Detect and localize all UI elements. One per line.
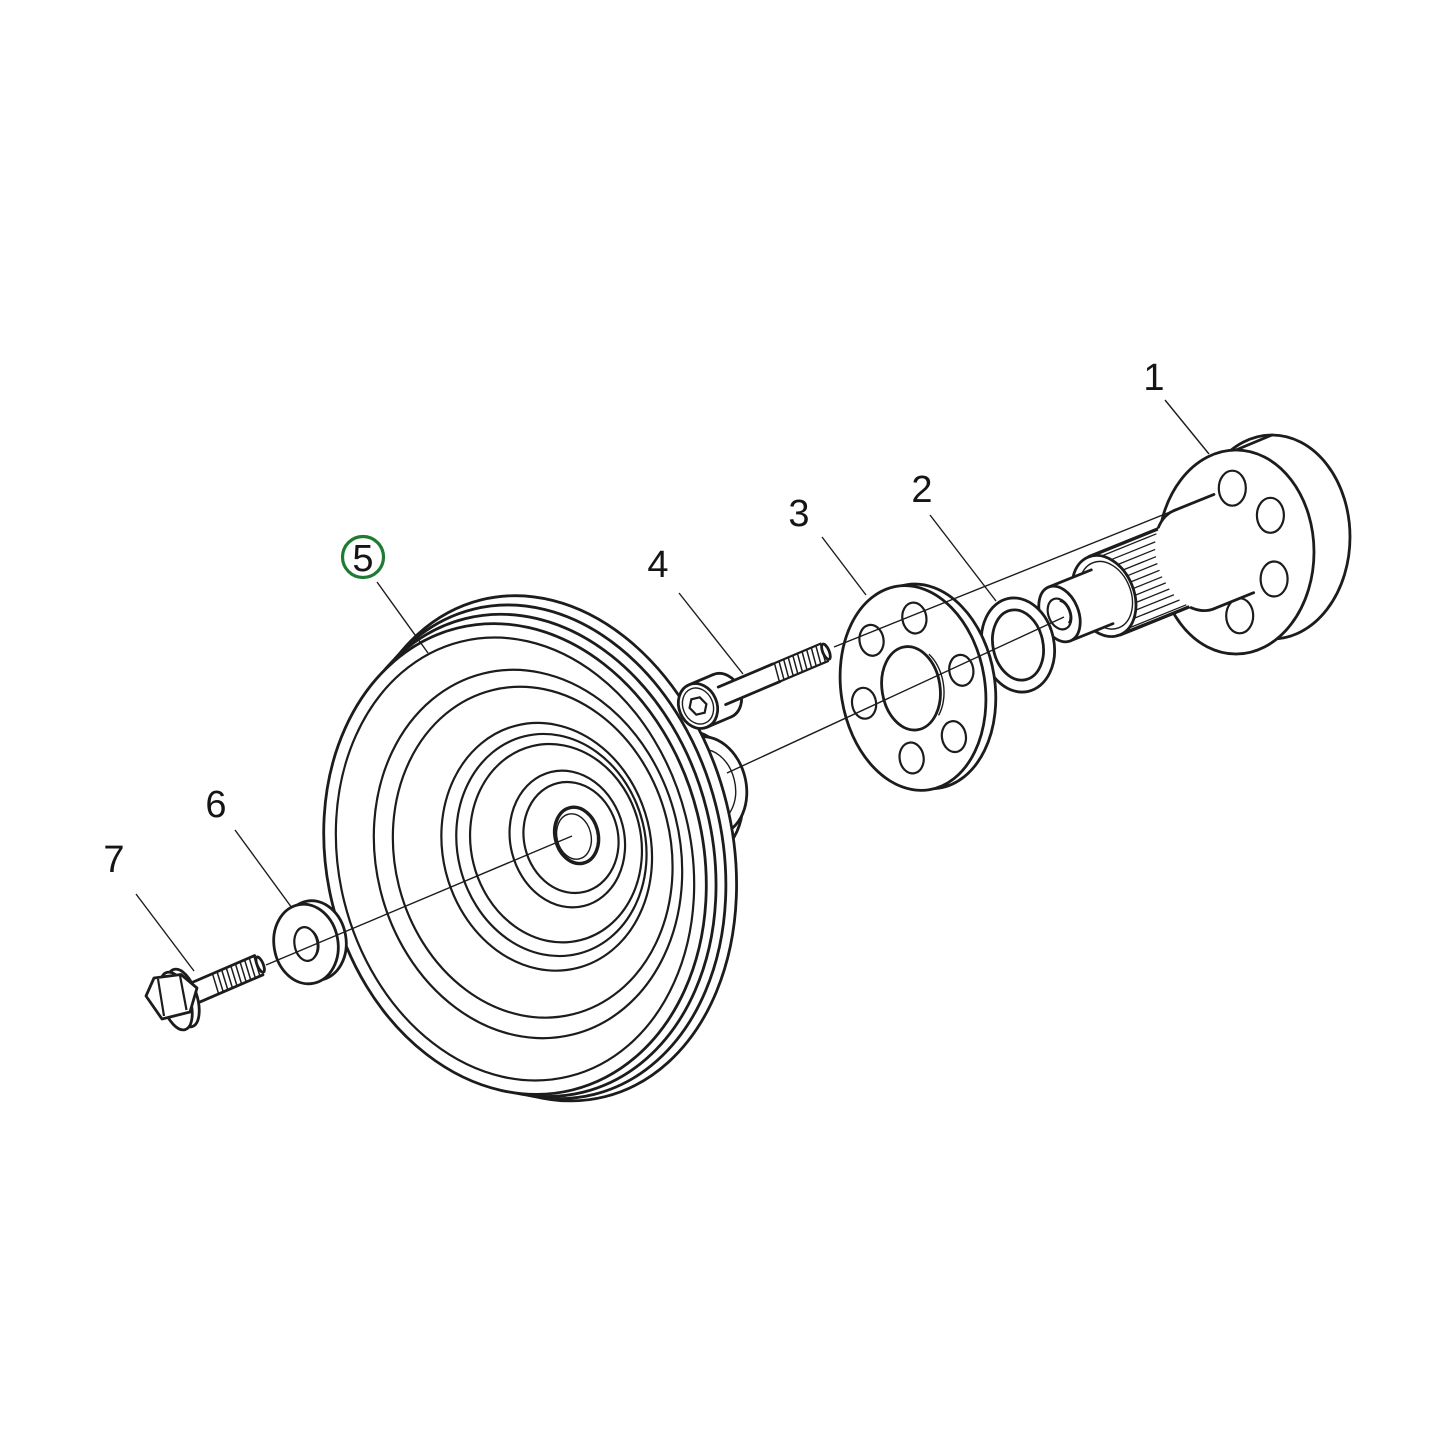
bolt7-tip bbox=[254, 955, 266, 974]
callout-4[interactable]: 4 bbox=[647, 544, 744, 675]
pulley-hub-cup bbox=[508, 769, 627, 909]
washer-hole-depth bbox=[312, 930, 320, 959]
axis-line-pulley-to-shaft bbox=[726, 616, 1065, 774]
pilot-bushing bbox=[1037, 568, 1115, 644]
bushing-bore-depth bbox=[1059, 600, 1071, 624]
callout-2-leader bbox=[929, 514, 997, 602]
callout-4-leader bbox=[678, 592, 744, 675]
callout-1-leader bbox=[1164, 399, 1210, 455]
washer-front-face bbox=[272, 902, 340, 986]
callout-6-leader bbox=[234, 829, 293, 909]
pulley-bore-chamfer bbox=[555, 813, 593, 860]
spline-top-silhouette bbox=[1087, 527, 1159, 559]
axis-line-bolt7-to-pulley bbox=[265, 835, 573, 966]
callout-5-leader bbox=[376, 581, 429, 654]
callout-1-number[interactable]: 1 bbox=[1143, 357, 1164, 399]
callout-5-highlight-circle bbox=[340, 534, 386, 580]
flange-front-face bbox=[838, 584, 988, 792]
bolt7-hex-head bbox=[144, 973, 199, 1021]
part-5-pulley bbox=[322, 594, 738, 1103]
axis-line-bolt4-to-hub bbox=[833, 507, 1181, 648]
washer-hole bbox=[293, 926, 319, 962]
assembly-axis-lines bbox=[265, 507, 1181, 966]
pulley-rim-front bbox=[322, 622, 708, 1096]
bolt4-shank-top bbox=[716, 662, 774, 689]
callout-7-number[interactable]: 7 bbox=[103, 839, 124, 881]
callout-3-leader bbox=[821, 536, 867, 596]
bolt4-threads bbox=[773, 643, 827, 682]
flange-center-hole-depth bbox=[928, 653, 945, 716]
bolt7-shank-bottom bbox=[189, 973, 265, 1008]
callout-3[interactable]: 3 bbox=[788, 493, 867, 596]
callout-5-number[interactable]: 5 bbox=[352, 538, 373, 580]
callout-6-number[interactable]: 6 bbox=[205, 784, 226, 826]
bolt4-tip bbox=[820, 642, 832, 661]
bolt7-hex-facet-1 bbox=[156, 978, 166, 1017]
pulley-center-bore bbox=[552, 805, 601, 866]
callout-2-number[interactable]: 2 bbox=[911, 469, 932, 511]
callout-7-leader bbox=[135, 893, 195, 972]
bolt4-hex-socket-icon bbox=[688, 696, 708, 716]
callout-2[interactable]: 2 bbox=[911, 469, 997, 602]
bolt4-head-chamfer bbox=[681, 687, 715, 725]
part-2-oring bbox=[980, 596, 1056, 694]
callout-1[interactable]: 1 bbox=[1143, 357, 1210, 455]
callout-5[interactable]: 5 bbox=[340, 534, 429, 654]
callout-7[interactable]: 7 bbox=[103, 839, 195, 972]
splined-shaft bbox=[1037, 493, 1256, 644]
callout-6[interactable]: 6 bbox=[205, 784, 293, 909]
spline-bottom-silhouette bbox=[1119, 605, 1190, 637]
part-4-socket-bolt bbox=[676, 642, 832, 730]
part-3-flange-plate bbox=[838, 582, 998, 792]
pulley-rim-inner-edge bbox=[334, 636, 696, 1082]
part-7-flange-bolt bbox=[144, 954, 266, 1032]
part-6-washer bbox=[272, 899, 348, 986]
pulley-face-rings bbox=[372, 668, 684, 1040]
flange-bolt-holes bbox=[850, 601, 975, 775]
callout-3-number[interactable]: 3 bbox=[788, 493, 809, 535]
bolt7-shank-top bbox=[181, 954, 257, 988]
bushing-bore bbox=[1046, 597, 1073, 631]
callout-4-number[interactable]: 4 bbox=[647, 544, 668, 586]
bolt7-hex-facet-2 bbox=[178, 975, 188, 1011]
bolt4-shank-bottom bbox=[724, 680, 782, 706]
spline-teeth bbox=[1101, 533, 1187, 629]
flange-center-hole bbox=[880, 645, 942, 732]
hub-top-edge bbox=[1234, 433, 1274, 452]
